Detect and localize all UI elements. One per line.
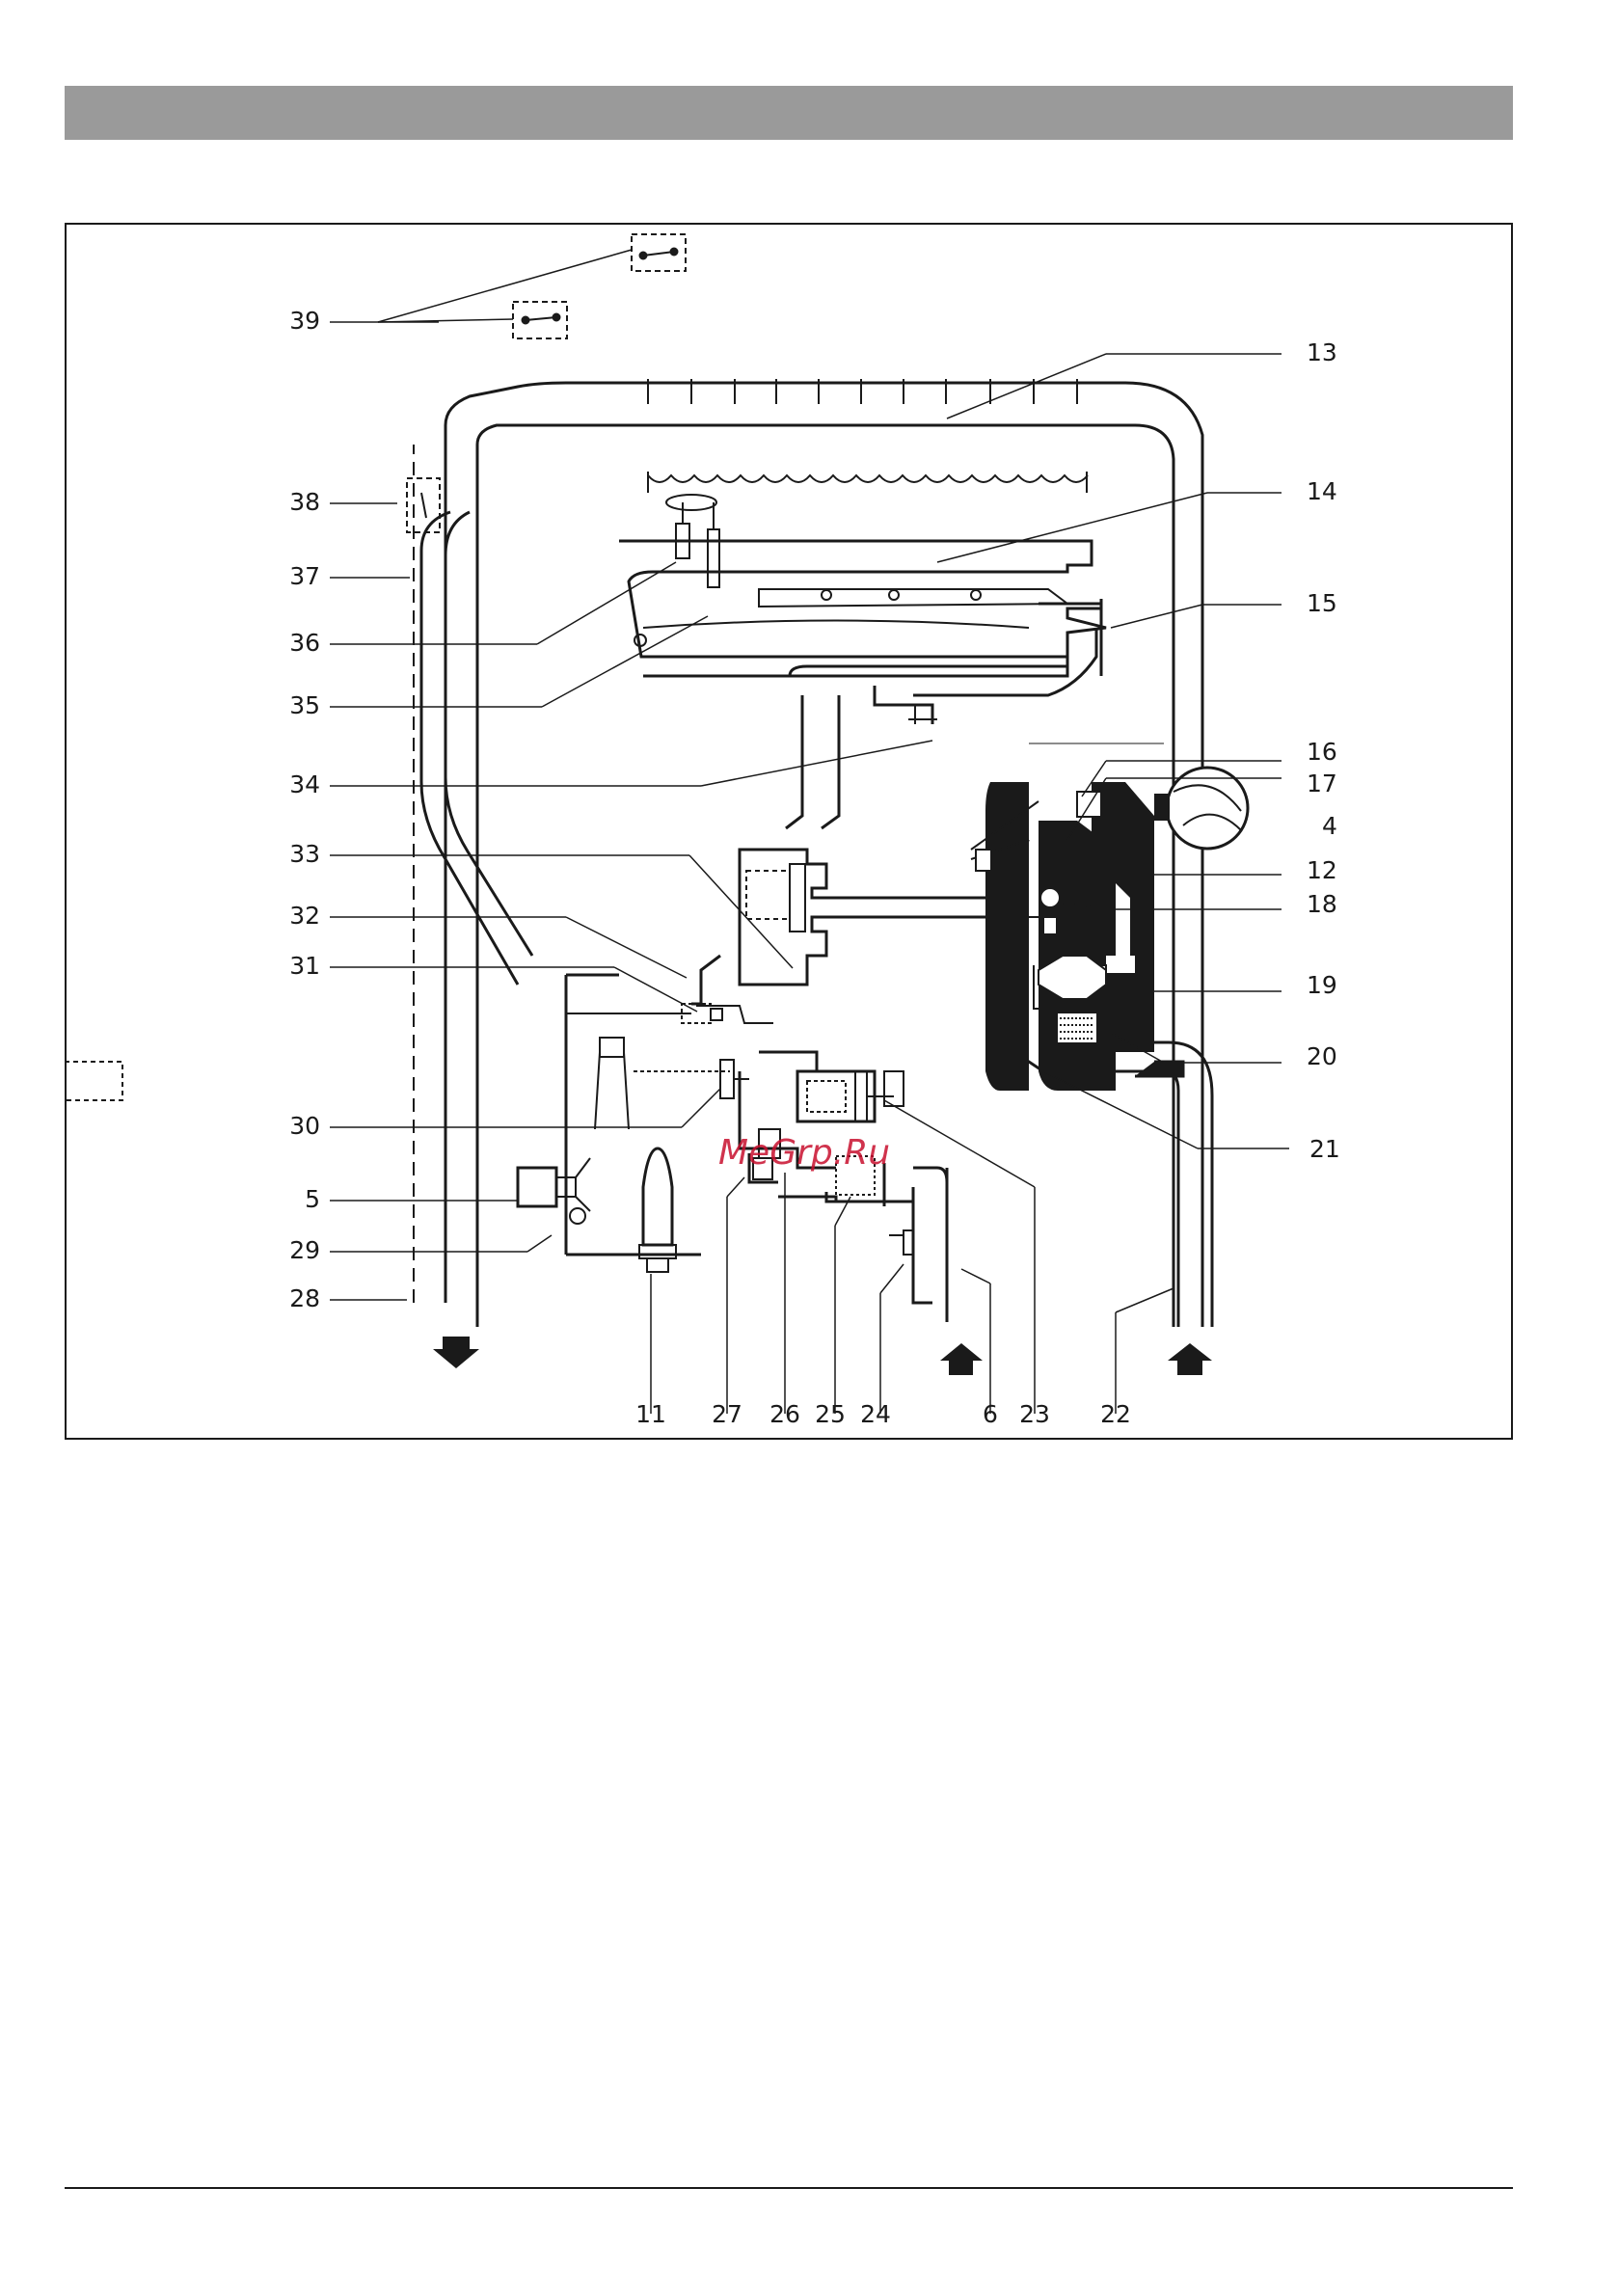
callout-21: 21 (1309, 1136, 1367, 1163)
burner-flames (648, 475, 1088, 482)
water-valve (971, 743, 1183, 1091)
burner (619, 541, 1106, 676)
callout-26: 26 (761, 1401, 809, 1428)
callout-19: 19 (1307, 972, 1364, 999)
footer-rule (65, 2187, 1513, 2189)
callout-15: 15 (1307, 590, 1364, 617)
callout-39: 39 (262, 308, 320, 335)
callout-29: 29 (262, 1237, 320, 1264)
callout-5: 5 (262, 1186, 320, 1213)
callout-11: 11 (627, 1401, 675, 1428)
callout-33: 33 (262, 841, 320, 868)
switch-38 (407, 478, 440, 532)
callout-25: 25 (806, 1401, 854, 1428)
callout-27: 27 (703, 1401, 751, 1428)
callout-22: 22 (1092, 1401, 1140, 1428)
header-bar (65, 86, 1513, 140)
callout-35: 35 (262, 692, 320, 719)
callout-28: 28 (262, 1285, 320, 1312)
callout-38: 38 (262, 489, 320, 516)
callout-4: 4 (1322, 813, 1380, 840)
gas-inlet-arrow (940, 1343, 983, 1375)
callout-18: 18 (1307, 891, 1364, 918)
water-inlet-arrow (1168, 1343, 1212, 1375)
switch-39-upper (632, 234, 686, 271)
callout-23: 23 (1011, 1401, 1059, 1428)
callout-30: 30 (262, 1113, 320, 1140)
callout-14: 14 (1307, 478, 1364, 505)
callout-31: 31 (262, 953, 320, 980)
callout-12: 12 (1307, 857, 1364, 884)
callout-17: 17 (1307, 770, 1364, 797)
callout-20: 20 (1307, 1043, 1364, 1070)
callout-24: 24 (851, 1401, 900, 1428)
callout-16: 16 (1307, 739, 1364, 766)
callout-6: 6 (966, 1401, 1014, 1428)
watermark-text: MeGrp.Ru (718, 1133, 890, 1173)
callout-36: 36 (262, 630, 320, 657)
exhaust-arrow (433, 1337, 479, 1368)
callout-34: 34 (262, 771, 320, 798)
callout-13: 13 (1307, 339, 1364, 366)
pilot-assembly (518, 975, 701, 1272)
callout-37: 37 (262, 563, 320, 590)
temperature-knob (1154, 768, 1248, 849)
switch-39-lower (513, 302, 567, 338)
callout-32: 32 (262, 903, 320, 930)
